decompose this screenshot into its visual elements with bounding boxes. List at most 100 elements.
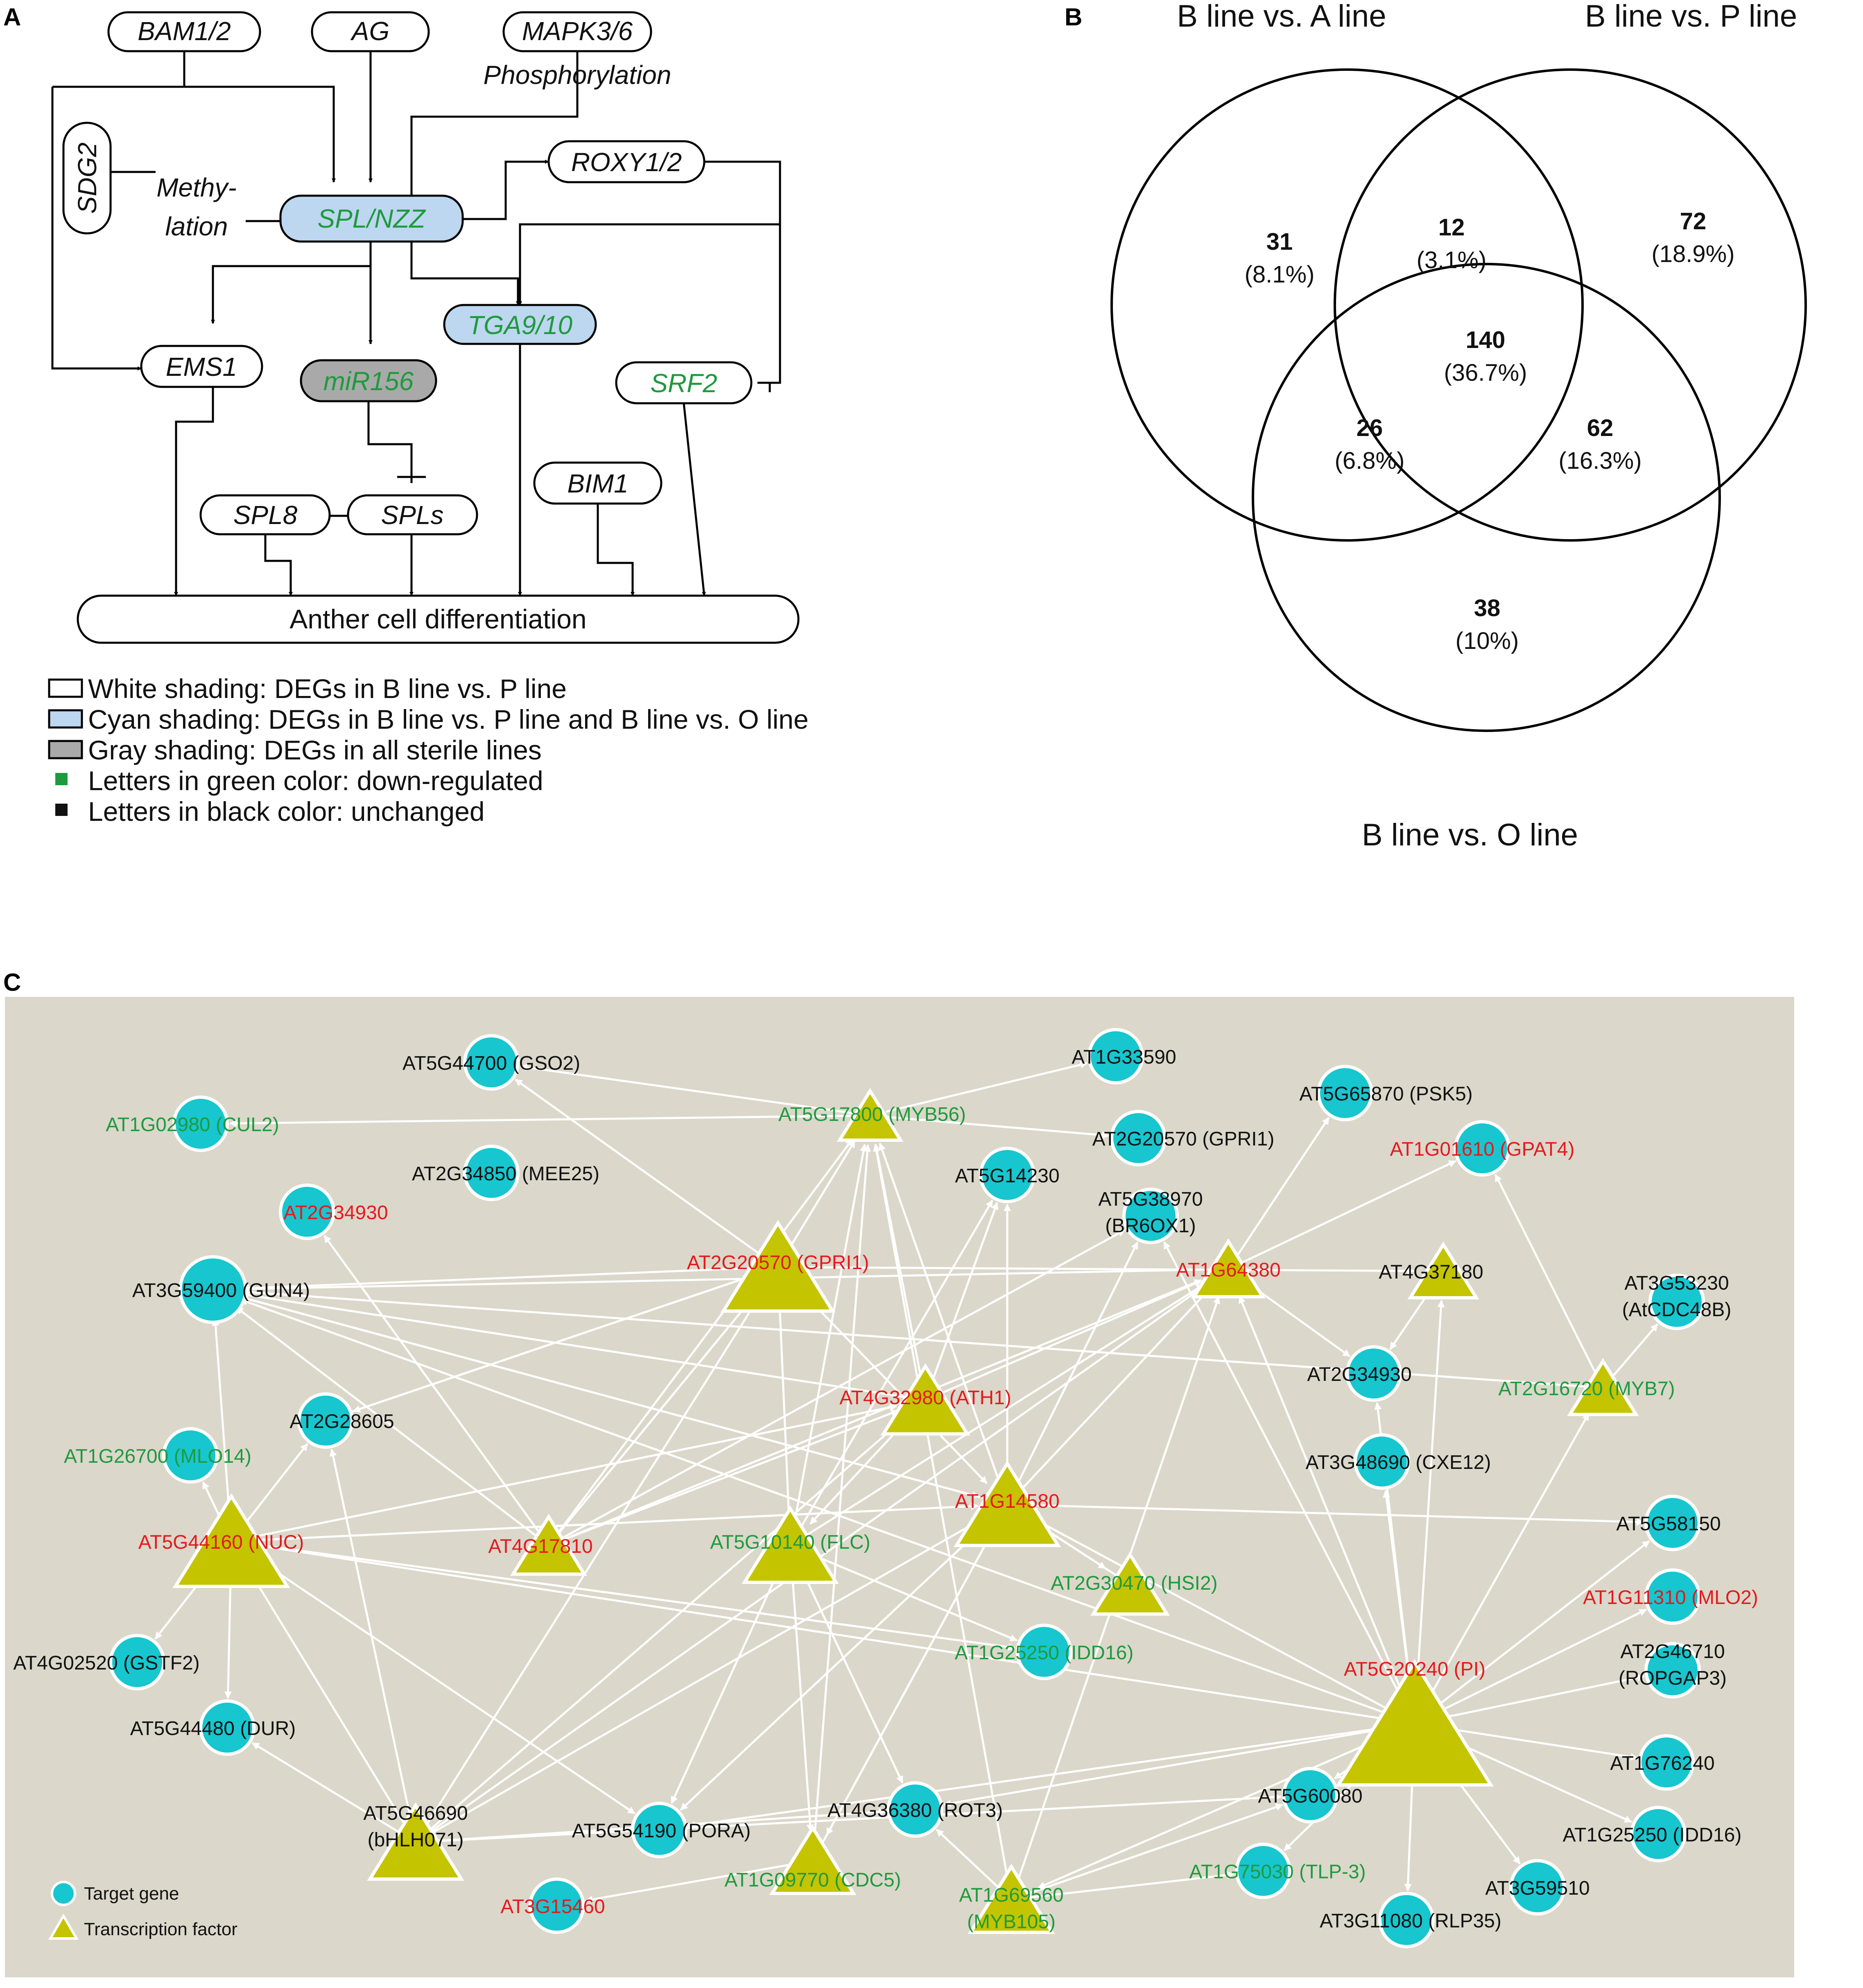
venn-pct-apo: (36.7%)	[1444, 359, 1527, 386]
panel-label-b: B	[1065, 3, 1082, 31]
edge-myb56-to-cul2	[229, 1114, 854, 1127]
node-label-psk5: AT5G65870 (PSK5)	[1299, 1083, 1472, 1105]
network-edges	[154, 1061, 1659, 1903]
edge-pi-to-at4g37180	[1415, 1300, 1445, 1708]
edge-gpri1-to-myb56	[785, 1140, 856, 1254]
legend-swatch-white	[48, 678, 83, 698]
edge-nuc-to-idd16g	[247, 1542, 1016, 1651]
panel-label-a: A	[3, 3, 21, 31]
label-lation: lation	[165, 212, 228, 241]
target-gene-node-at3g59510	[1509, 1859, 1566, 1916]
venn-pct-a-only: (8.1%)	[1245, 261, 1315, 288]
edge-bhlh-to-dur	[251, 1742, 402, 1835]
edge-pi-to-at1g64380	[1238, 1295, 1410, 1709]
label-mapk: MAPK3/6	[522, 16, 633, 46]
node-tga	[443, 304, 597, 345]
node-label-at1g64380: AT1G64380	[1176, 1259, 1280, 1281]
node-label-ath1: AT4G32980 (ATH1)	[839, 1387, 1011, 1409]
edge-myb105-to-tlp3	[1027, 1871, 1235, 1899]
label-mir156: miR156	[323, 366, 414, 396]
target-gene-node-at1g76240	[1638, 1734, 1695, 1791]
transcription-factor-node-pi	[1335, 1659, 1494, 1787]
node-label-tlp3: AT1G75030 (TLP-3)	[1189, 1861, 1366, 1883]
edge-myb56-to-gpri1b	[886, 1116, 1110, 1139]
edge-ath1-to-at1g64380	[940, 1280, 1202, 1395]
venn-count-p-only: 72	[1680, 208, 1707, 235]
transcription-factor-node-ath1	[880, 1363, 970, 1436]
node-label-at4g37180: AT4G37180	[1379, 1261, 1483, 1283]
node-label-gstf2: AT4G02520 (GSTF2)	[13, 1652, 199, 1674]
transcription-factor-node-bhlh	[367, 1802, 464, 1881]
transcription-factor-node-cdc5	[769, 1825, 857, 1895]
target-gene-node-gun4	[179, 1255, 247, 1324]
edge-bhlh-to-at5g60080	[432, 1793, 1282, 1843]
edge-nuc-to-gun4	[212, 1318, 231, 1525]
venn-count-o-only: 38	[1474, 595, 1501, 621]
edge-at1g14580-to-at5g58150	[1023, 1504, 1644, 1526]
transcription-factor-node-at4g17810	[510, 1514, 587, 1576]
node-label-gso2: AT5G44700 (GSO2)	[402, 1053, 580, 1074]
node-label-cdc5: AT1G09770 (CDC5)	[724, 1869, 901, 1891]
node-label-at3g59510: AT3G59510	[1485, 1877, 1589, 1899]
label-tga: TGA9/10	[468, 310, 573, 340]
pathway-nodes	[62, 11, 800, 644]
target-gene-node-cxe12	[1354, 1433, 1410, 1490]
venn-diagram: B line vs. A line B line vs. P line B li…	[1110, 0, 1807, 852]
transcription-factor-node-nuc	[172, 1493, 290, 1588]
venn-pct-ao: (6.8%)	[1335, 447, 1405, 474]
edge-myb7-to-cdc48	[1613, 1324, 1659, 1376]
node-bim1	[533, 461, 662, 505]
node-label-pi: AT5G20240 (PI)	[1344, 1658, 1485, 1680]
edge-gpri1-to-at1g14580	[788, 1278, 988, 1484]
node-label-mee25: AT2G34850 (MEE25)	[412, 1163, 599, 1185]
target-gene-node-psk5	[1317, 1065, 1373, 1121]
target-gene-node-idd16g	[1016, 1624, 1072, 1680]
edge-at4g17810-to-myb56	[557, 1139, 853, 1533]
target-gene-node-mee25	[463, 1145, 520, 1201]
edge-pi-to-mlo2	[1429, 1608, 1647, 1717]
label-spl8: SPL8	[233, 500, 298, 530]
target-gene-node-rot3	[887, 1781, 943, 1838]
venn-circle-p	[1334, 68, 1807, 542]
label-spl: SPL/NZZ	[317, 204, 426, 233]
edge-pi-to-gun4	[240, 1298, 1400, 1719]
legend-text-white: White shading: DEGs in B line vs. P line	[88, 673, 567, 704]
node-label-myb105b: (MYB105)	[967, 1911, 1056, 1933]
edge-nuc-to-ath1	[247, 1403, 898, 1539]
edge-at4g17810-to-br6ox1	[562, 1229, 1126, 1538]
node-bam	[107, 11, 261, 52]
network-legend: Target gene Transcription factor	[48, 1881, 237, 1940]
label-phos: Phosphorylation	[484, 60, 671, 90]
network-nodes	[109, 1028, 1705, 1948]
label-bam: BAM1/2	[138, 16, 231, 46]
target-gene-node-at5g58150	[1644, 1495, 1701, 1551]
legend-text-black: Letters in black color: unchanged	[88, 796, 485, 827]
edge-myb105-to-at5g60080	[1026, 1803, 1283, 1895]
node-label-at2g34930: AT2G34930	[1307, 1364, 1411, 1385]
transcription-factor-node-hsi2	[1090, 1551, 1170, 1616]
label-sdg2: SDG2	[72, 142, 102, 214]
legend-text-green: Letters in green color: down-regulated	[88, 766, 543, 796]
node-label-at5g60080: AT5G60080	[1258, 1785, 1362, 1807]
edge-bhlh-to-at2g28605	[329, 1448, 414, 1827]
node-spls	[347, 494, 478, 535]
node-label-bhlhb: (bHLH071)	[368, 1829, 464, 1851]
node-label-rlp35: AT3G11080 (RLP35)	[1320, 1910, 1501, 1932]
label-roxy: ROXY1/2	[571, 147, 682, 177]
venn-pct-ap: (3.1%)	[1417, 247, 1487, 273]
edge-myb7-to-gpat4	[1494, 1174, 1597, 1374]
node-label-hsi2: AT2G30470 (HSI2)	[1051, 1572, 1217, 1594]
node-label-mlo2: AT1G11310 (MLO2)	[1583, 1587, 1758, 1608]
target-gene-node-gpri1b	[1110, 1110, 1167, 1166]
target-gene-node-at2g28605	[297, 1392, 354, 1449]
edge-pi-to-at1g14580	[1032, 1517, 1401, 1717]
legend-swatch-gray	[48, 740, 83, 759]
edge-cdc5-to-at1g14580	[819, 1529, 994, 1847]
edge-myb56-to-gso2	[520, 1064, 854, 1114]
node-label-at1g76240: AT1G76240	[1610, 1753, 1714, 1774]
target-gene-node-pora	[631, 1802, 687, 1858]
node-label-mlo14: AT1G26700 (MLO14)	[64, 1446, 251, 1467]
node-label-myb56: AT5G17800 (MYB56)	[778, 1104, 966, 1125]
edge-at2g28605-to-gpri1	[341, 1275, 751, 1416]
node-label-br6ox1a: AT5G38970	[1098, 1188, 1203, 1210]
